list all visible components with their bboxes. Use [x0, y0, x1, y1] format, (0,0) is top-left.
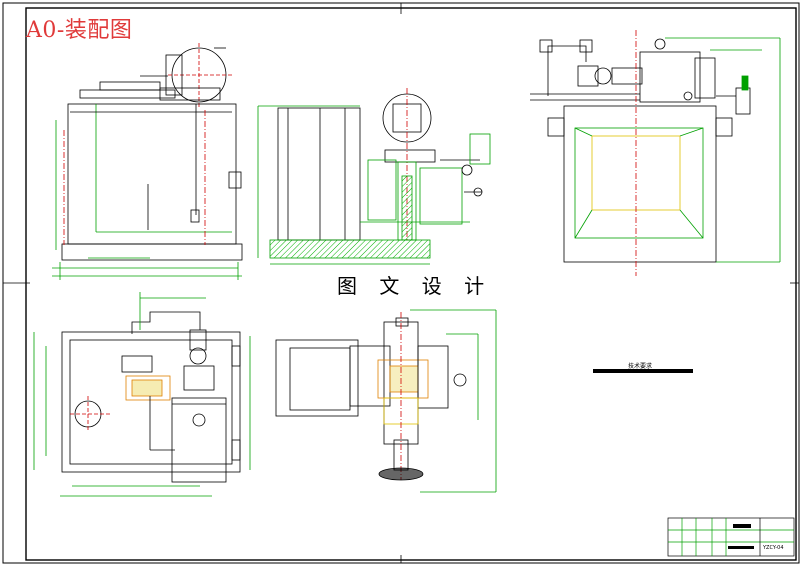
tech-requirements-bar — [593, 369, 693, 373]
title-block — [667, 517, 795, 557]
plan-view — [33, 292, 251, 497]
front-view — [52, 43, 243, 280]
drawing-title: A0-装配图 — [26, 18, 133, 43]
top-view — [530, 30, 781, 276]
side-view — [257, 88, 491, 265]
watermark-text: 图 文 设 计 — [333, 270, 497, 299]
tech-requirements-title: 技术要求 — [628, 363, 653, 370]
section-view — [275, 309, 497, 493]
centering-marks — [3, 3, 799, 563]
title-block-code: YZCY-04 — [763, 545, 784, 551]
drawing-frame — [25, 7, 797, 561]
